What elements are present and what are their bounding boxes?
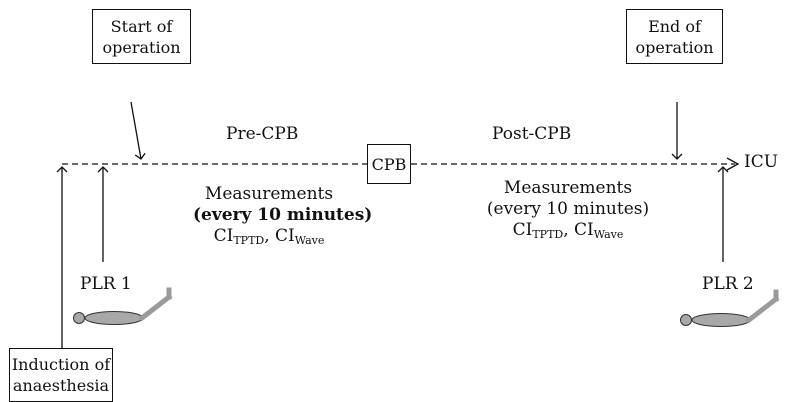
measurements-left-ci: CITPTD, CIWave — [213, 226, 325, 247]
pre-cpb-label: Pre-CPB — [226, 124, 299, 144]
end-of-operation-line2: operation — [635, 37, 714, 57]
measurements-left-title: Measurements — [204, 184, 334, 204]
end-of-operation-box: End of operation — [626, 9, 723, 64]
patient-leg-raise-icon-1 — [73, 287, 173, 325]
plr2-label: PLR 2 — [702, 274, 754, 294]
post-cpb-label: Post-CPB — [492, 124, 572, 144]
cpb-label: CPB — [371, 154, 407, 174]
plr1-label: PLR 1 — [80, 274, 132, 294]
start-of-operation-line1: Start of — [110, 16, 173, 36]
induction-box: Induction of anaesthesia — [9, 348, 113, 402]
end-of-operation-line1: End of — [648, 16, 701, 36]
start-of-operation-box: Start of operation — [92, 9, 191, 64]
measurements-right-frequency: (every 10 minutes) — [486, 199, 650, 219]
measurements-right-title: Measurements — [503, 178, 633, 198]
measurements-right-block: Measurements (every 10 minutes) CITPTD, … — [483, 178, 653, 241]
start-of-operation-line2: operation — [102, 37, 181, 57]
patient-leg-raise-icon-2 — [680, 289, 780, 327]
induction-line2: anaesthesia — [12, 376, 110, 395]
start-operation-arrow — [130, 101, 146, 160]
measurements-left-frequency: (every 10 minutes) — [193, 205, 373, 225]
cpb-box: CPB — [367, 144, 411, 184]
icu-label: ICU — [744, 152, 779, 172]
measurements-left-block: Measurements (every 10 minutes) CITPTD, … — [193, 184, 373, 247]
timeline-arrowhead-icon — [726, 157, 740, 171]
measurements-right-ci: CITPTD, CIWave — [512, 220, 624, 241]
induction-line1: Induction of — [11, 355, 111, 374]
